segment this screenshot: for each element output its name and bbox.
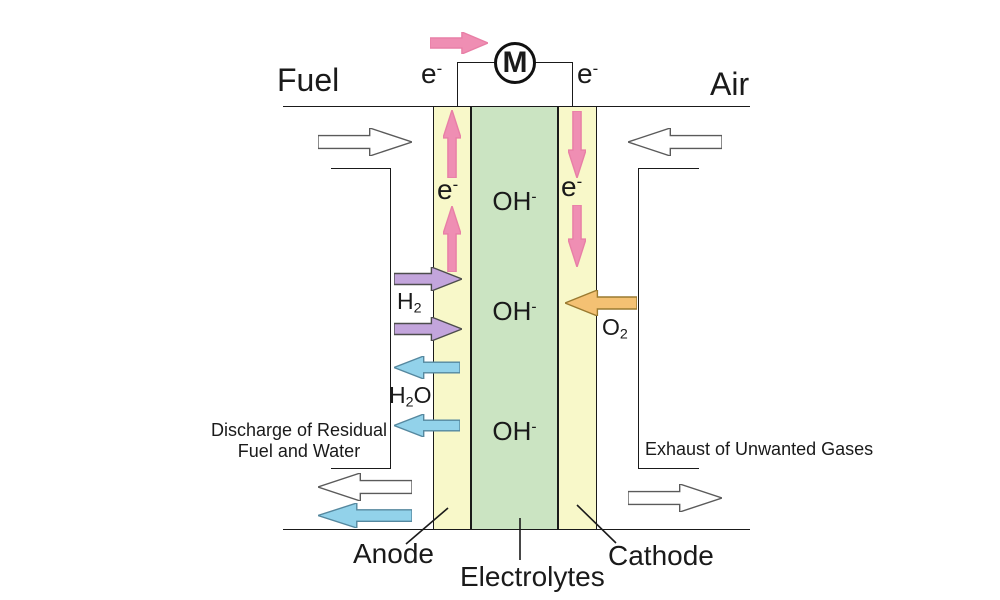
water-label: H2O xyxy=(389,382,432,411)
hydroxide-label: OH- xyxy=(492,296,537,326)
anode-label: Anode xyxy=(353,538,434,569)
electron-up-arrow xyxy=(442,203,462,273)
air-label: Air xyxy=(710,66,750,102)
electron-up-arrow xyxy=(442,107,462,179)
cathode-label: Cathode xyxy=(608,540,714,571)
oxygen-label: O2 xyxy=(602,314,628,343)
motor-label: M xyxy=(502,46,528,79)
discharge-arrow-outline xyxy=(315,472,413,502)
electrolyte-layer xyxy=(471,106,558,530)
hydroxide-label: OH- xyxy=(492,416,537,446)
air-channel-wall xyxy=(638,168,699,469)
fuel-inlet-arrow xyxy=(317,127,415,157)
electron-label-cathode: e- xyxy=(561,171,583,202)
electron-label-anode: e- xyxy=(437,174,459,205)
motor-symbol: M xyxy=(494,42,536,84)
electron-down-arrow xyxy=(567,110,587,181)
fuel-label: Fuel xyxy=(277,62,340,98)
cathode-layer xyxy=(558,106,597,530)
air-inlet-arrow xyxy=(625,127,723,157)
electron-label-top-right: e- xyxy=(577,58,599,89)
water-out-arrow xyxy=(392,412,461,439)
hydrogen-in-arrow xyxy=(393,315,464,343)
electron-label-top-left: e- xyxy=(421,58,443,89)
current-flow-arrow xyxy=(429,30,490,56)
hydrogen-in-arrow xyxy=(393,265,464,293)
discharge-arrow-water xyxy=(315,502,413,529)
electron-down-arrow xyxy=(567,204,587,270)
electrolytes-label: Electrolytes xyxy=(460,561,605,592)
oxygen-in-arrow xyxy=(563,288,638,318)
water-out-arrow xyxy=(392,354,461,381)
hydroxide-label: OH- xyxy=(492,186,537,216)
exhaust-label: Exhaust of Unwanted Gases xyxy=(645,439,874,459)
exhaust-arrow xyxy=(627,483,725,513)
hydrogen-label: H2 xyxy=(397,288,422,317)
discharge-label: Discharge of Residual Fuel and Water xyxy=(210,420,388,462)
fuel-channel-wall xyxy=(331,168,391,469)
